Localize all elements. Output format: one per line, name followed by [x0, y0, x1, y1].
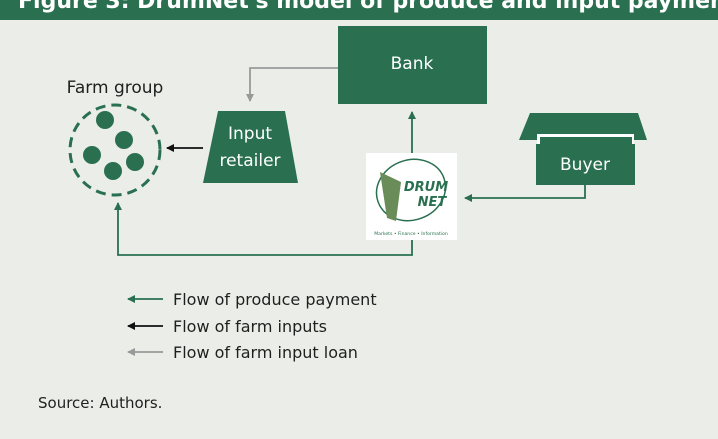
figure-title: Figure 3: DrumNet's model of produce and… — [18, 0, 718, 14]
svg-text:Markets • Finance • Informatio: Markets • Finance • Information — [374, 231, 448, 237]
buyer-label: Buyer — [560, 155, 610, 175]
figure-header-bar: Figure 3: DrumNet's model of produce and… — [0, 0, 718, 20]
farm-group-circle — [68, 103, 162, 197]
svg-text:NET: NET — [418, 195, 448, 210]
farmer-dots — [83, 111, 144, 180]
svg-text:DRUM: DRUM — [404, 180, 448, 195]
bank-label: Bank — [391, 54, 434, 74]
legend-farm-inputs-label: Flow of farm inputs — [173, 317, 328, 336]
buyer-shape — [519, 113, 647, 185]
payment-from-buyer-arrow — [464, 185, 586, 202]
input-retailer-label-line1: Input — [228, 124, 272, 144]
payment-to-farm-arrow — [114, 202, 413, 256]
drumnet-logo: DRUM NET Markets • Finance • Information — [366, 153, 457, 240]
input-retailer-shape — [203, 111, 298, 183]
bank-box — [338, 26, 487, 104]
loan-flow-arrow — [246, 67, 338, 102]
legend-input-loan-label: Flow of farm input loan — [173, 343, 358, 362]
drum-icon — [380, 172, 401, 221]
source-note: Source: Authors. — [38, 394, 163, 412]
legend-produce-payment-label: Flow of produce payment — [173, 290, 377, 309]
input-retailer-label-line2: retailer — [219, 151, 280, 171]
farm-group-label: Farm group — [67, 78, 164, 98]
